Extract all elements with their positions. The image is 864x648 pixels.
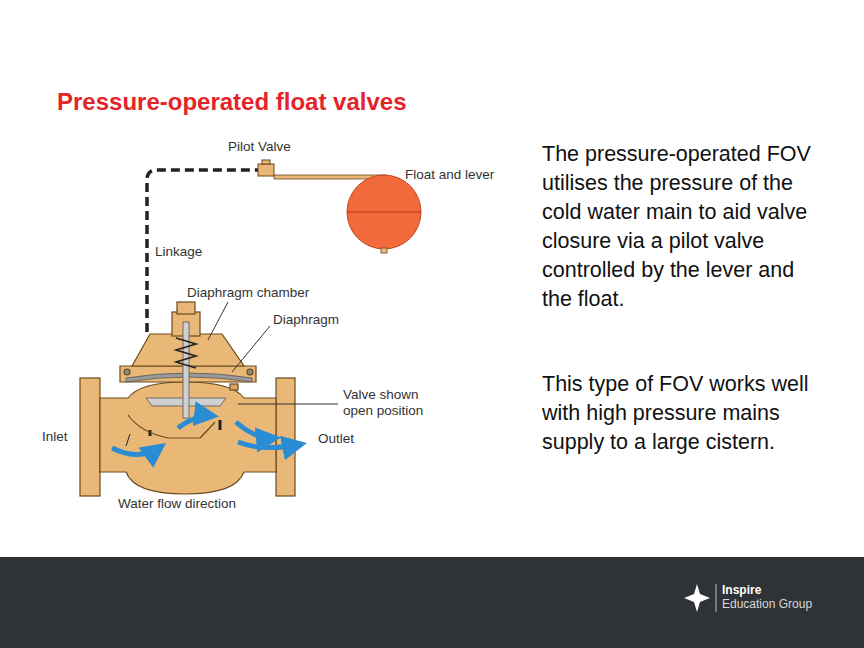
logo-divider [716,584,717,612]
body-text: The pressure-operated FOV utilises the p… [542,140,824,314]
spring [176,338,196,368]
footer-bar [0,557,864,648]
slide-title: Pressure-operated float valves [57,88,407,116]
part-label: Linkage [155,244,202,259]
part-label: Diaphragm [273,312,339,327]
flow-arrows [112,416,302,455]
part-label: Float and lever [405,167,494,182]
part-label: Valve shown open position [343,387,443,419]
part-label: Diaphragm chamber [187,285,309,300]
linkage-line [147,170,258,332]
logo-text: Education Group [722,597,812,611]
part-label: Outlet [318,431,354,446]
part-label: Pilot Valve [228,139,291,154]
float-ball [347,175,421,249]
body-text: This type of FOV works well with high pr… [542,370,824,457]
valve-body [80,302,295,496]
part-label: Water flow direction [118,496,236,511]
part-label: Inlet [42,429,68,444]
logo-text: Inspire [722,583,761,597]
logo-star [684,584,710,612]
valve-stem [183,322,189,418]
pilot-valve [258,164,274,176]
